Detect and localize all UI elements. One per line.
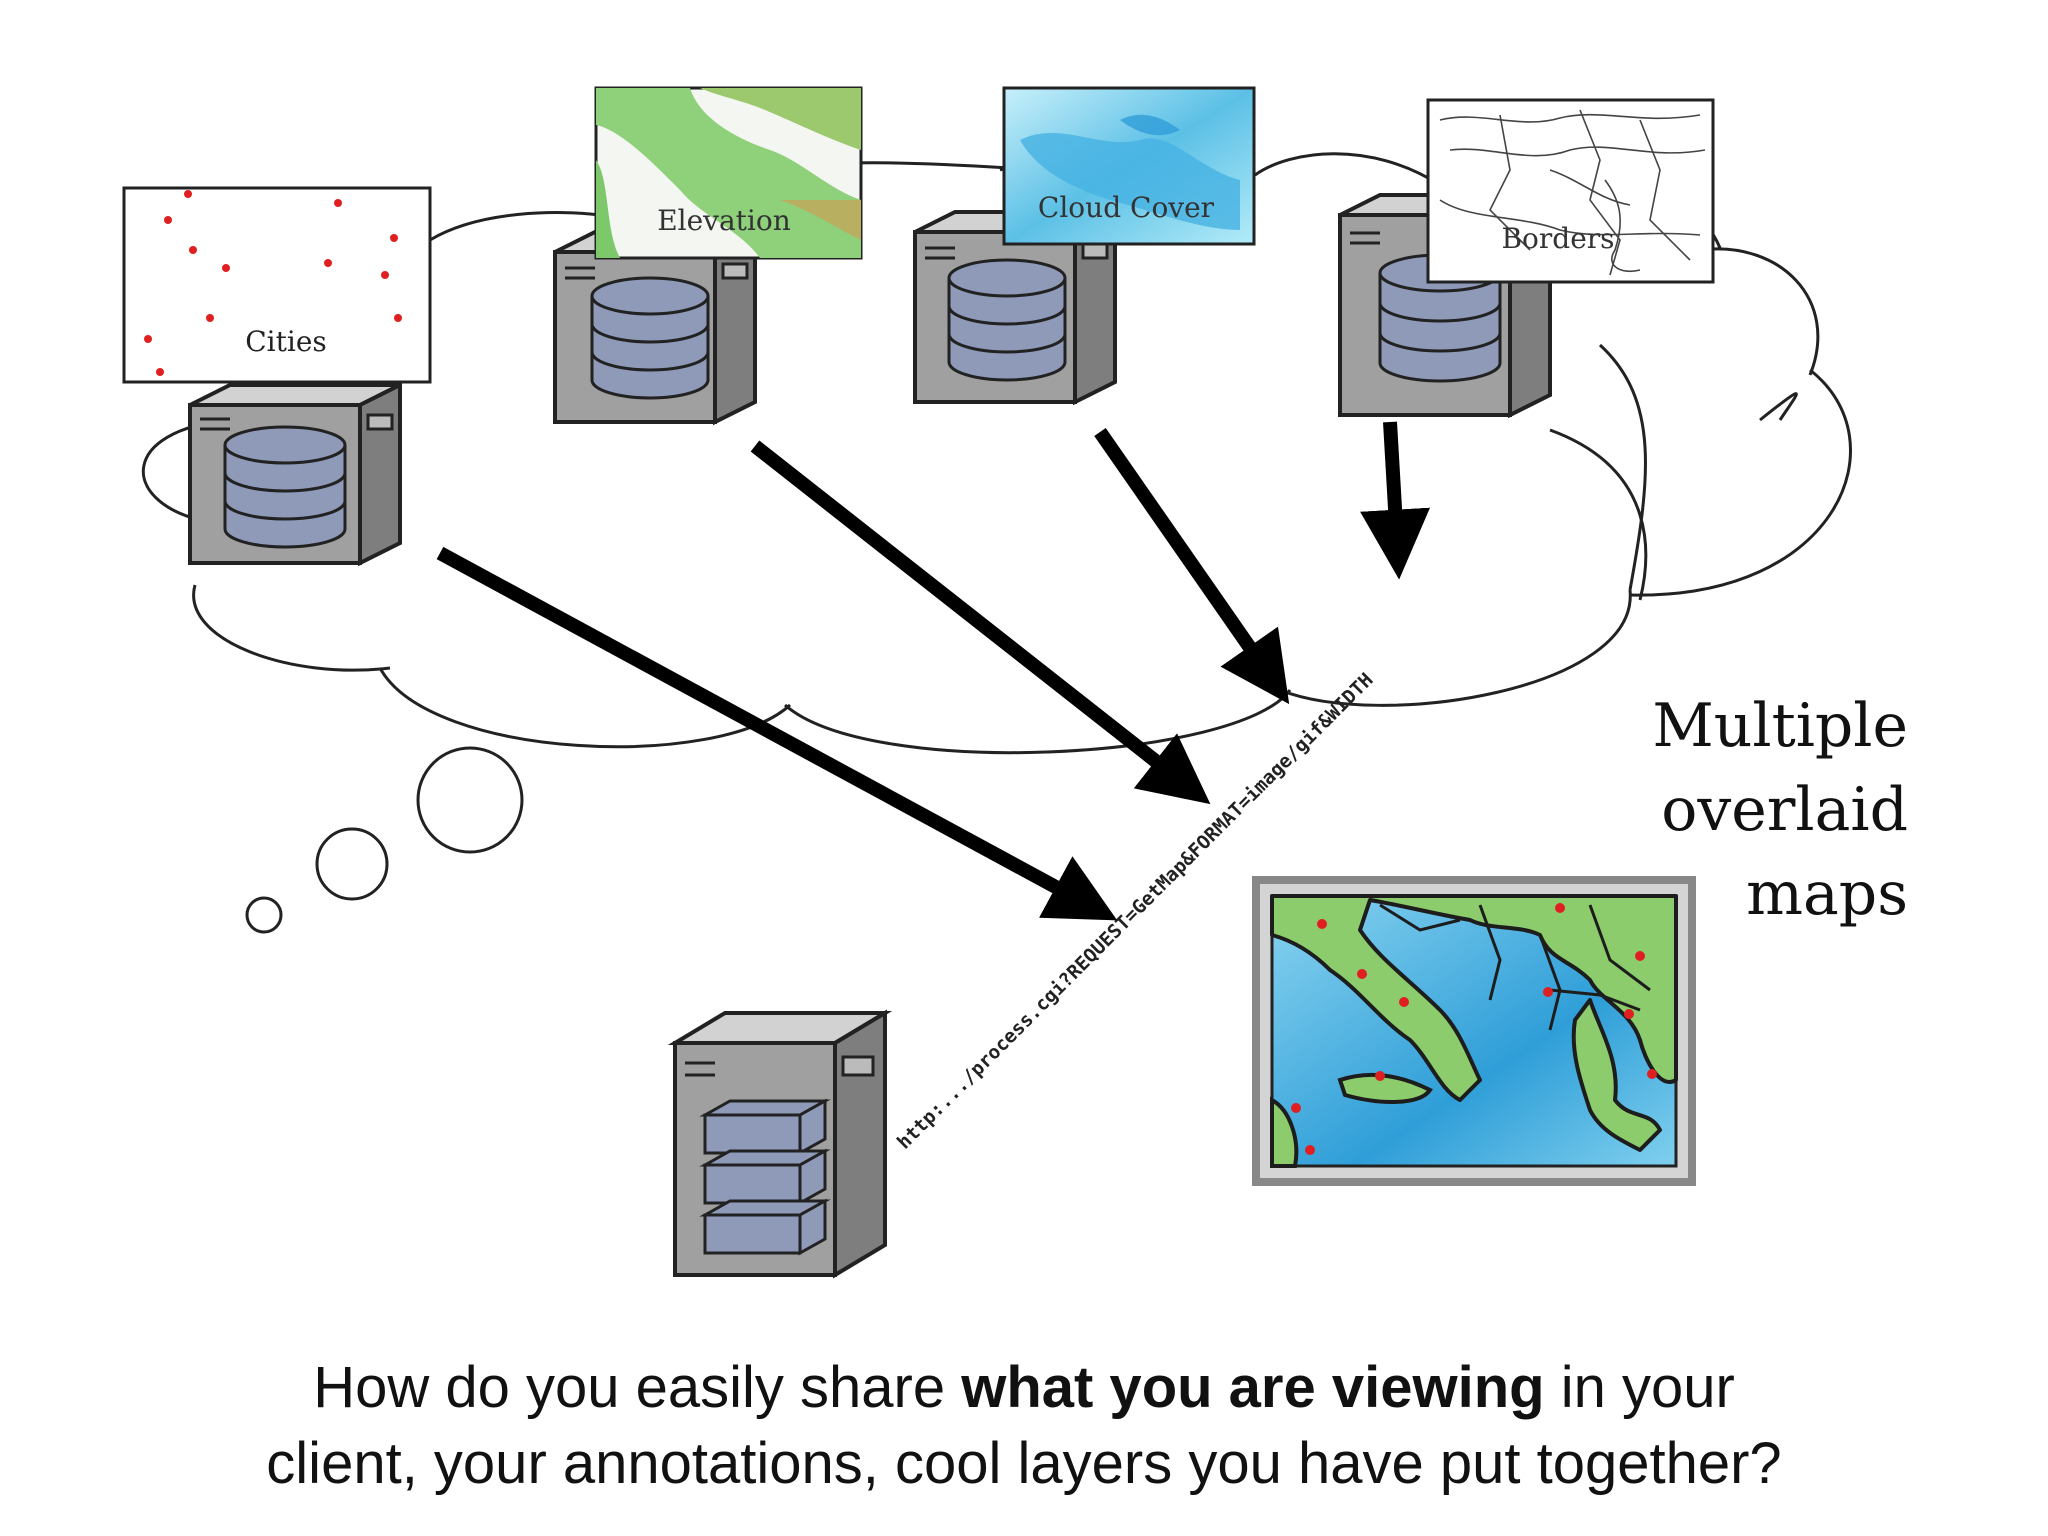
- arrow-borders: [1360, 421, 1431, 580]
- map-tile-borders: Borders: [1426, 98, 1715, 284]
- layer-label-borders: Borders: [1501, 222, 1614, 255]
- caption-line-1-bold: what you are viewing: [961, 1355, 1545, 1420]
- arrow-cities: [436, 546, 1118, 921]
- layer-label-cloud-cover: Cloud Cover: [1038, 191, 1215, 224]
- overlay-label-line-3: maps: [1746, 859, 1908, 929]
- caption-line-2: client, your annotations, cool layers yo…: [266, 1431, 1782, 1496]
- caption-line-1-post: in your: [1544, 1355, 1735, 1420]
- city-dots: [144, 190, 402, 376]
- overlaid-map: [1252, 876, 1696, 1186]
- request-arrows: [436, 421, 1431, 921]
- layer-label-cities: Cities: [245, 325, 327, 358]
- thought-bubbles: [245, 746, 524, 934]
- overlay-label-line-2: overlaid: [1661, 775, 1908, 845]
- caption: How do you easily share what you are vie…: [0, 1350, 2048, 1502]
- arrow-elevation: [750, 440, 1211, 805]
- client-server-icon: [667, 1009, 893, 1279]
- server-icon-cities: [188, 381, 402, 567]
- layer-label-elevation: Elevation: [657, 204, 791, 237]
- overlay-label-line-1: Multiple: [1652, 691, 1908, 761]
- map-tile-cloud-cover: Cloud Cover: [1002, 86, 1256, 246]
- caption-line-1-pre: How do you easily share: [313, 1355, 962, 1420]
- map-tile-cities: Cities: [122, 186, 432, 384]
- server-icon-elevation: [553, 228, 757, 426]
- arrow-cloud-cover: [1094, 428, 1290, 705]
- overlay-label: Multiple overlaid maps: [1652, 691, 1908, 929]
- caption-line-1: How do you easily share what you are vie…: [0, 1350, 2048, 1426]
- map-tile-elevation: Elevation: [594, 86, 863, 260]
